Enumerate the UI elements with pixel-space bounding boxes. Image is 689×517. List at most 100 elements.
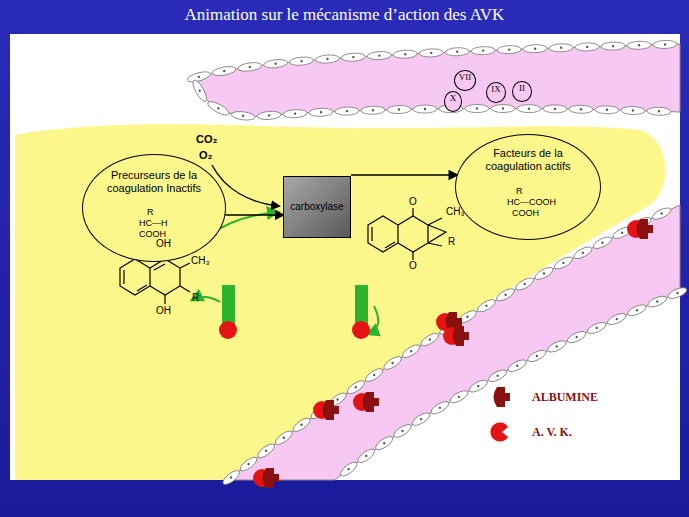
cell-nucleus — [404, 53, 407, 56]
slide-title: Animation sur le mécanisme d’action des … — [0, 5, 689, 25]
cell-body — [237, 61, 262, 72]
cell — [429, 399, 450, 416]
cell-body — [393, 50, 417, 59]
cell-body — [374, 434, 395, 452]
cell — [315, 54, 340, 64]
cell — [291, 416, 312, 434]
cell-body — [221, 468, 242, 487]
cell-body — [487, 368, 508, 384]
complex — [353, 392, 379, 412]
cell — [569, 105, 593, 113]
cell-body — [257, 111, 282, 121]
cell-body — [387, 105, 411, 114]
cell-body — [476, 297, 497, 314]
chem-label: R — [448, 236, 455, 247]
node-text: Facteurs de la coagulation actifs — [456, 147, 600, 172]
cell-body — [526, 348, 547, 364]
cell-nucleus — [229, 476, 232, 479]
cell — [206, 99, 231, 118]
cell-nucleus — [320, 111, 323, 114]
cell-nucleus — [676, 291, 679, 294]
cell — [335, 107, 359, 116]
cell-body — [361, 106, 385, 115]
cell — [533, 265, 554, 282]
cell-body — [429, 399, 450, 416]
complex — [627, 219, 653, 239]
cell-nucleus — [242, 114, 245, 117]
cell-nucleus — [562, 261, 565, 264]
cell-nucleus — [581, 251, 584, 254]
cell — [419, 331, 440, 348]
cell-nucleus — [615, 317, 618, 320]
factor-label: II — [513, 83, 531, 93]
cell-body — [382, 354, 403, 372]
cell — [514, 276, 535, 293]
cell-nucleus — [430, 52, 433, 55]
cell-body — [364, 366, 385, 384]
cell-body — [627, 41, 651, 50]
cell — [606, 311, 628, 326]
cell-body — [667, 286, 689, 301]
cell-nucleus — [485, 304, 488, 307]
cell — [382, 354, 403, 372]
cell-body — [335, 107, 359, 116]
complex — [443, 326, 469, 346]
cell-body — [601, 42, 625, 51]
node-text: Precurseurs de la coagulation Inactifs — [83, 169, 225, 194]
blood-vessel — [228, 205, 680, 480]
chem-label: CH₃ — [446, 206, 465, 217]
legend-text: A. V. K. — [532, 425, 572, 440]
cell-body — [621, 106, 645, 115]
chem-label: O — [409, 260, 417, 271]
cell — [445, 47, 469, 56]
cell — [592, 235, 613, 251]
legend-text: ALBUMINE — [532, 390, 598, 405]
cell-nucleus — [542, 272, 545, 275]
cell-nucleus — [401, 429, 404, 432]
cell-nucleus — [428, 338, 431, 341]
cell-nucleus — [398, 108, 400, 110]
cell — [186, 70, 211, 84]
albumine — [637, 219, 654, 239]
cell-body — [586, 320, 608, 336]
cell-body — [572, 245, 593, 261]
chem-label: CO₂ — [196, 133, 217, 145]
cell-body — [206, 99, 231, 118]
cell-nucleus — [354, 386, 357, 389]
endothelial-cells — [186, 40, 688, 487]
cell-nucleus — [534, 47, 536, 49]
cell — [364, 366, 385, 384]
cell-nucleus — [595, 326, 598, 329]
cell-nucleus — [658, 110, 660, 112]
cell — [212, 65, 237, 77]
cell-nucleus — [282, 436, 285, 439]
cell — [231, 110, 256, 121]
cell-body — [575, 43, 599, 52]
complex — [253, 468, 279, 488]
cell — [595, 106, 619, 115]
chem-label: CH₃ — [191, 255, 210, 266]
chem-label: O₂ — [199, 149, 212, 161]
factor-label: IX — [487, 84, 505, 94]
cell-body — [566, 329, 588, 345]
ellipse-node: Precurseurs de la coagulation Inactifs — [82, 154, 226, 262]
cell-body — [653, 40, 677, 49]
cell — [586, 320, 608, 336]
cell-body — [186, 70, 211, 84]
cell-body — [283, 109, 307, 118]
cell-nucleus — [606, 109, 608, 111]
cell — [495, 286, 516, 303]
cell-body — [341, 52, 365, 62]
cell-nucleus — [347, 467, 350, 470]
cell — [627, 41, 651, 50]
cell — [543, 105, 567, 113]
cell-nucleus — [535, 354, 538, 357]
cell-nucleus — [438, 406, 441, 409]
chem-label: HC—H — [139, 219, 168, 229]
cell-body — [401, 342, 422, 359]
cell-body — [231, 110, 256, 121]
cell-body — [569, 105, 593, 113]
cell-body — [212, 65, 237, 77]
